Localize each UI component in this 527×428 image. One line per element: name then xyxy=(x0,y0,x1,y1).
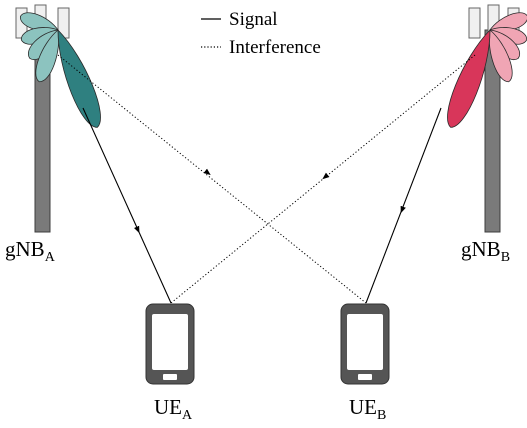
gnb-b-beam-pattern xyxy=(447,12,527,128)
signal-link-b xyxy=(365,107,442,304)
ue-a-phone-icon xyxy=(145,303,195,385)
gnb-b-label: gNBB xyxy=(461,237,510,265)
links xyxy=(57,54,476,304)
legend: Signal Interference xyxy=(201,9,321,58)
ue-b-phone-icon xyxy=(340,303,390,385)
legend-interference-label: Interference xyxy=(229,37,321,58)
beam-lobe xyxy=(35,29,60,83)
gnb-a-beam-pattern xyxy=(20,12,101,128)
gnb-a-label: gNBA xyxy=(5,237,56,265)
signal-link-a xyxy=(82,107,172,304)
ue-a-label: UEA xyxy=(154,395,193,423)
ue-b-label: UEB xyxy=(349,395,386,423)
legend-signal-label: Signal xyxy=(229,9,278,30)
beam-lobe xyxy=(488,29,513,83)
interference-link-b-to-uea xyxy=(170,54,476,304)
beam-lobe xyxy=(57,29,101,128)
antenna-panel-icon xyxy=(468,7,481,39)
interference-link-a-to-ueb xyxy=(57,54,367,304)
